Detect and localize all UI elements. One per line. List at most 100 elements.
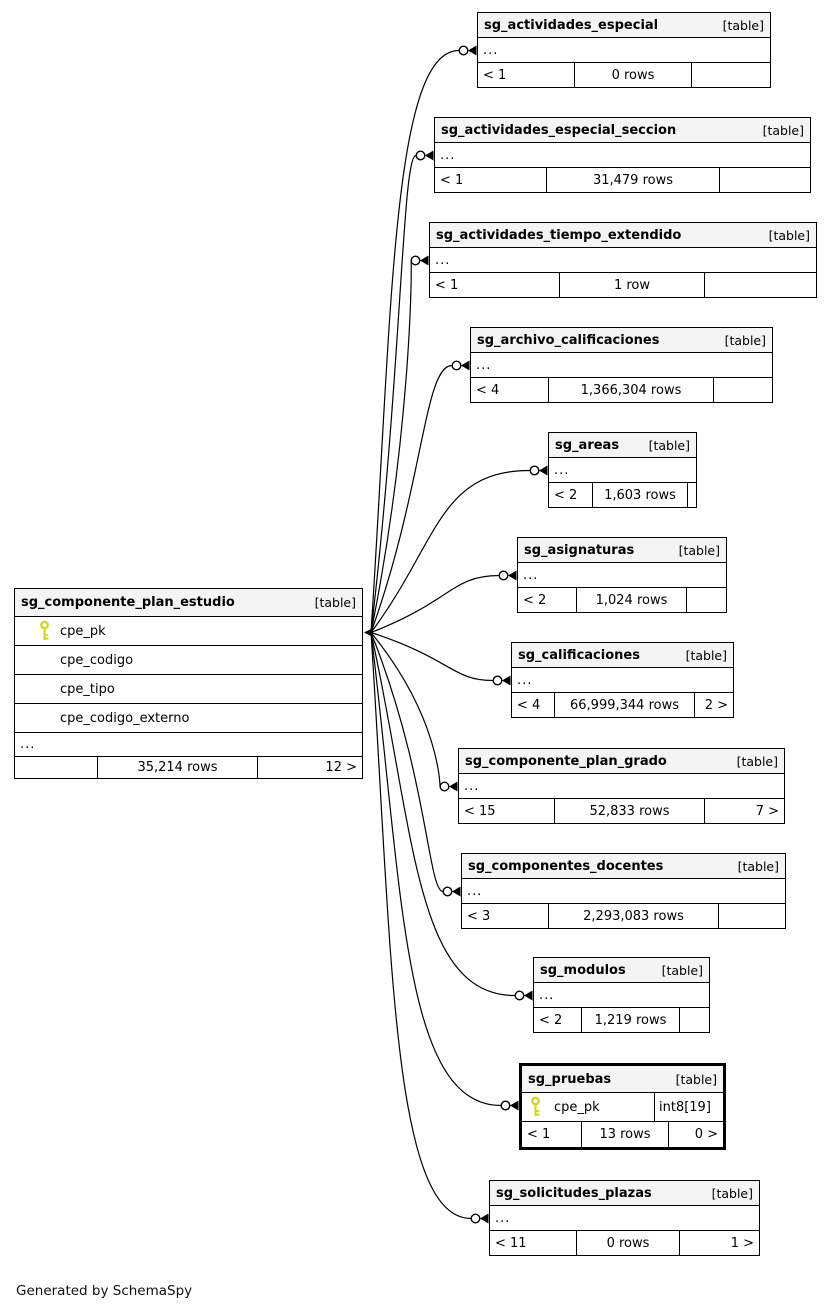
column-row-cpe_codigo: cpe_codigo [15,646,362,675]
zero-or-one-circle-marker [410,255,421,266]
fk-relationship-line-sg_solicitudes_plazas [370,632,472,1220]
table-type-label: [table] [678,542,720,558]
zero-or-one-circle-marker [500,1100,511,1111]
table-header: sg_actividades_tiempo_extendido[table] [430,223,816,248]
table-header: sg_componente_plan_grado [table] [459,749,784,774]
footer-parents-count [686,588,726,612]
footer-parents-count [713,378,772,402]
table-name[interactable]: sg_pruebas [528,1071,612,1087]
table-name[interactable]: sg_actividades_tiempo_extendido [436,227,682,243]
fk-relationship-line-sg_pruebas [370,632,502,1107]
table-name[interactable]: sg_areas [555,437,620,453]
table-name[interactable]: sg_archivo_calificaciones [477,332,660,348]
ellipsis-row: ... [435,143,810,168]
fk-relationship-line-sg_componente_plan_grado [370,632,441,787]
footer-children-count: < 15 [464,803,496,819]
zero-or-one-circle-marker [529,465,540,476]
table-footer: < 1 0 rows [478,63,770,87]
column-name: cpe_tipo [60,681,115,697]
zero-or-one-circle-marker [458,45,469,56]
footer-parents-count [687,483,698,507]
ellipsis-row: ... [512,668,733,693]
footer-row-count: 0 rows [574,63,691,87]
crowfoot-arrow-marker [452,886,461,897]
fk-relationship-line-sg_componentes_docentes [370,632,444,893]
footer-row-count: 52,833 rows [554,799,704,823]
table-name[interactable]: sg_componente_plan_estudio [21,595,235,610]
column-type: int8[19] [654,1093,723,1121]
zero-or-one-circle-marker [415,150,426,161]
footer-children-count: < 1 [483,67,507,83]
column-name: cpe_codigo_externo [60,710,190,726]
crowfoot-arrow-marker [524,990,533,1001]
footer-children-count: < 3 [467,908,491,924]
crowfoot-arrow-marker [508,570,517,581]
table-type-label: [table] [648,437,690,453]
ellipsis-row: ... [518,563,726,588]
footer-parents-count: 7 > [704,799,784,823]
footer-row-count: 2,293,083 rows [548,904,718,928]
table-node-sg_actividades_tiempo_extendido[interactable]: sg_actividades_tiempo_extendido[table]..… [429,222,817,298]
table-name[interactable]: sg_actividades_especial [484,17,659,33]
zero-or-one-circle-marker [439,781,450,792]
table-node-sg_actividades_especial_seccion[interactable]: sg_actividades_especial_seccion [table]..… [434,117,811,193]
table-type-label: [table] [675,1071,717,1087]
table-type-label: [table] [722,17,764,33]
table-name[interactable]: sg_actividades_especial_seccion [441,122,677,138]
footer-row-count: 1,366,304 rows [548,378,713,402]
ellipsis-row: ... [534,983,709,1008]
table-header: sg_asignaturas [table] [518,538,726,563]
table-type-label: [table] [736,753,778,769]
table-header: sg_pruebas [table] [522,1066,723,1093]
footer-children-count: < 2 [554,487,578,503]
footer-parents-count [718,904,785,928]
footer-row-count: 66,999,344 rows [554,693,694,717]
table-header: sg_actividades_especial [table] [478,13,770,38]
footer-row-count: 0 rows [576,1231,679,1255]
table-name[interactable]: sg_componente_plan_grado [465,753,667,769]
footer-row-count: 1,219 rows [581,1008,679,1032]
crowfoot-arrow-marker [510,1100,519,1111]
fk-relationship-line-sg_asignaturas [370,574,500,634]
table-name[interactable]: sg_calificaciones [518,647,640,663]
zero-or-one-circle-marker [442,886,453,897]
table-name[interactable]: sg_componentes_docentes [468,858,664,874]
crowfoot-arrow-marker [480,1213,489,1224]
table-name[interactable]: sg_asignaturas [524,542,635,558]
fk-relationship-line-sg_actividades_especial [370,49,460,633]
footer-row-count: 1 row [559,273,704,297]
crowfoot-arrow-marker [502,675,511,686]
column-name: cpe_pk [554,1099,600,1115]
table-name[interactable]: sg_solicitudes_plazas [496,1185,652,1201]
table-header: sg_archivo_calificaciones[table] [471,328,772,353]
table-type-label: [table] [711,1185,753,1201]
table-name[interactable]: sg_modulos [540,962,626,978]
ellipsis-row: ... [471,353,772,378]
primary-key-icon [40,620,49,640]
column-name: cpe_codigo [60,652,134,668]
footer-parents-count: 1 > [679,1231,759,1255]
table-type-label: [table] [762,122,804,138]
fk-relationship-line-sg_actividades_especial_seccion [370,154,417,633]
zero-or-one-circle-marker [492,675,503,686]
table-header: sg_areas [table] [549,433,696,458]
footer-parents-count [691,63,770,87]
